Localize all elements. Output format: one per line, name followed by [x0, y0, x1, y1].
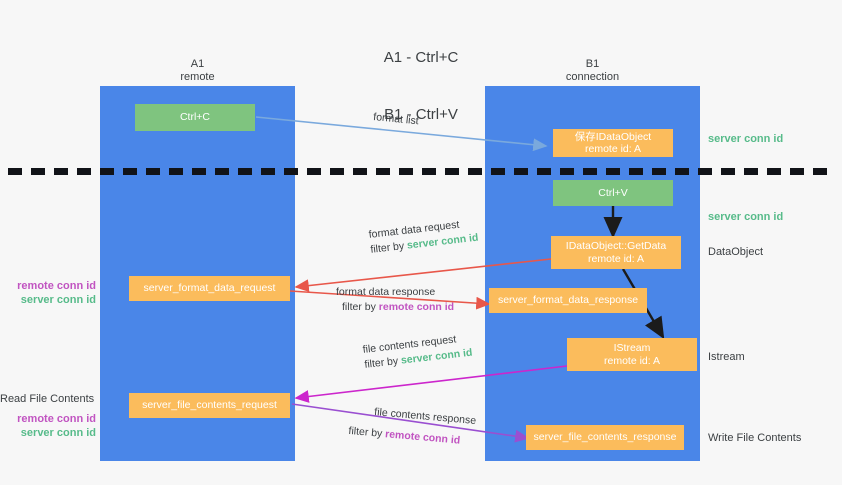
- box-ctrl-c[interactable]: Ctrl+C: [135, 104, 255, 131]
- box-server-format-data-request-label: server_format_data_request: [143, 282, 276, 295]
- box-istream-line1: IStream: [613, 342, 651, 354]
- edge-label-format-list-text: format list: [372, 110, 420, 128]
- box-istream-line2: remote id: A: [603, 354, 661, 367]
- box-server-format-data-response[interactable]: server_format_data_response: [489, 288, 647, 313]
- label-server-conn-id-top: server conn id: [708, 133, 784, 145]
- column-header-b1-role: connection: [565, 71, 620, 83]
- box-server-format-data-request[interactable]: server_format_data_request: [129, 276, 290, 301]
- box-server-file-contents-response-label: server_file_contents_response: [533, 431, 677, 444]
- label-dataobject: DataObject: [708, 246, 764, 258]
- left-margin-conn-ids-2: remote conn id server conn id: [0, 412, 96, 440]
- box-server-format-data-response-label: server_format_data_response: [497, 294, 639, 307]
- edge-label-file-contents-response: file contents response filter by remote …: [348, 403, 477, 450]
- edge-label-format-data-response-text: format data response: [336, 286, 436, 298]
- label-remote-conn-id-2: remote conn id: [17, 413, 96, 425]
- edge-label-file-contents-request: file contents request filter by server c…: [362, 331, 473, 373]
- box-server-file-contents-request[interactable]: server_file_contents_request: [129, 393, 290, 418]
- box-server-file-contents-response[interactable]: server_file_contents_response: [526, 425, 684, 450]
- filter-value-remote-conn-id: remote conn id: [378, 301, 455, 313]
- filter-prefix: filter by: [342, 301, 379, 313]
- box-getdata-line1: IDataObject::GetData: [565, 240, 667, 252]
- box-ctrl-c-label: Ctrl+C: [179, 111, 211, 124]
- title-line-1: A1 - Ctrl+C: [383, 49, 459, 66]
- box-save-idataobject-line2: remote id: A: [584, 143, 642, 155]
- filter-prefix: filter by: [369, 239, 408, 256]
- column-header-a1-role: remote: [180, 71, 215, 83]
- box-server-file-contents-request-label: server_file_contents_request: [142, 399, 277, 412]
- column-header-a1-name: A1: [190, 58, 205, 70]
- label-server-conn-id-2: server conn id: [20, 427, 96, 439]
- box-getdata-line2: remote id: A: [587, 252, 645, 265]
- edge-label-format-data-response-filter: filter by remote conn id: [342, 300, 454, 315]
- label-remote-conn-id-1: remote conn id: [17, 280, 96, 292]
- left-margin-conn-ids-1: remote conn id server conn id: [0, 279, 96, 307]
- edge-label-file-contents-response-filter: filter by remote conn id: [348, 424, 475, 450]
- edge-label-format-data-response: format data response filter by remote co…: [336, 285, 454, 315]
- label-istream: Istream: [708, 351, 745, 363]
- column-header-b1: B1 connection: [485, 58, 700, 84]
- column-header-b1-name: B1: [585, 58, 600, 70]
- label-server-conn-id-mid: server conn id: [708, 211, 784, 223]
- edge-label-format-data-request: format data request filter by server con…: [368, 216, 479, 258]
- column-header-a1: A1 remote: [100, 58, 295, 84]
- edge-label-file-contents-response-text: file contents response: [373, 406, 477, 427]
- filter-value-remote-conn-id: remote conn id: [384, 428, 461, 447]
- box-save-idataobject[interactable]: 保存IDataObject remote id: A: [553, 129, 673, 157]
- box-ctrl-v-label: Ctrl+V: [598, 186, 628, 199]
- label-write-file-contents: Write File Contents: [708, 432, 802, 444]
- filter-prefix: filter by: [348, 424, 386, 441]
- box-istream[interactable]: IStream remote id: A: [567, 338, 697, 371]
- box-ctrl-v[interactable]: Ctrl+V: [553, 180, 673, 206]
- phase-separator: [8, 168, 834, 175]
- box-save-idataobject-line1: 保存IDataObject: [574, 130, 652, 143]
- label-server-conn-id-1: server conn id: [20, 294, 96, 306]
- box-getdata[interactable]: IDataObject::GetData remote id: A: [551, 236, 681, 269]
- label-read-file-contents: Read File Contents: [0, 393, 95, 405]
- filter-prefix: filter by: [363, 354, 402, 371]
